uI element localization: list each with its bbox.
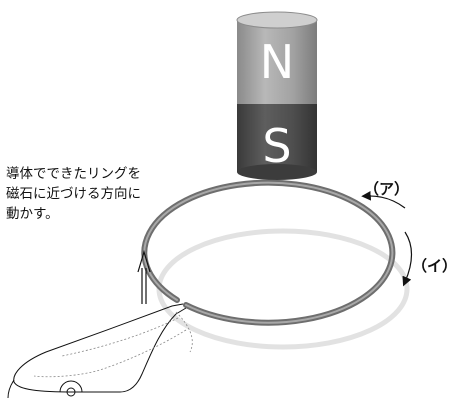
ring-shadow (156, 228, 410, 350)
direction-arrow-a (361, 190, 406, 209)
direction-label-a: （ア） (364, 180, 410, 198)
hand-drawing (7, 303, 187, 398)
magnet-north-pole (237, 20, 317, 104)
magnet-top-face (236, 11, 318, 29)
south-letter: S (262, 119, 291, 173)
bar-magnet: N S (236, 11, 318, 180)
magnet-south-pole (237, 104, 317, 172)
north-letter: N (260, 35, 294, 89)
direction-arrow-i (402, 231, 413, 287)
caption-line-2: 磁石に近づける方向に (6, 186, 141, 202)
direction-label-i: （イ） (412, 257, 458, 275)
hand-hidden-lines (33, 311, 193, 378)
conducting-ring (141, 179, 396, 326)
caption-line-3: 動かす。 (6, 206, 59, 222)
upward-motion-arrow (137, 249, 151, 304)
magnet-bottom-face (237, 164, 317, 180)
caption-line-1: 導体でできたリングを (6, 166, 141, 182)
